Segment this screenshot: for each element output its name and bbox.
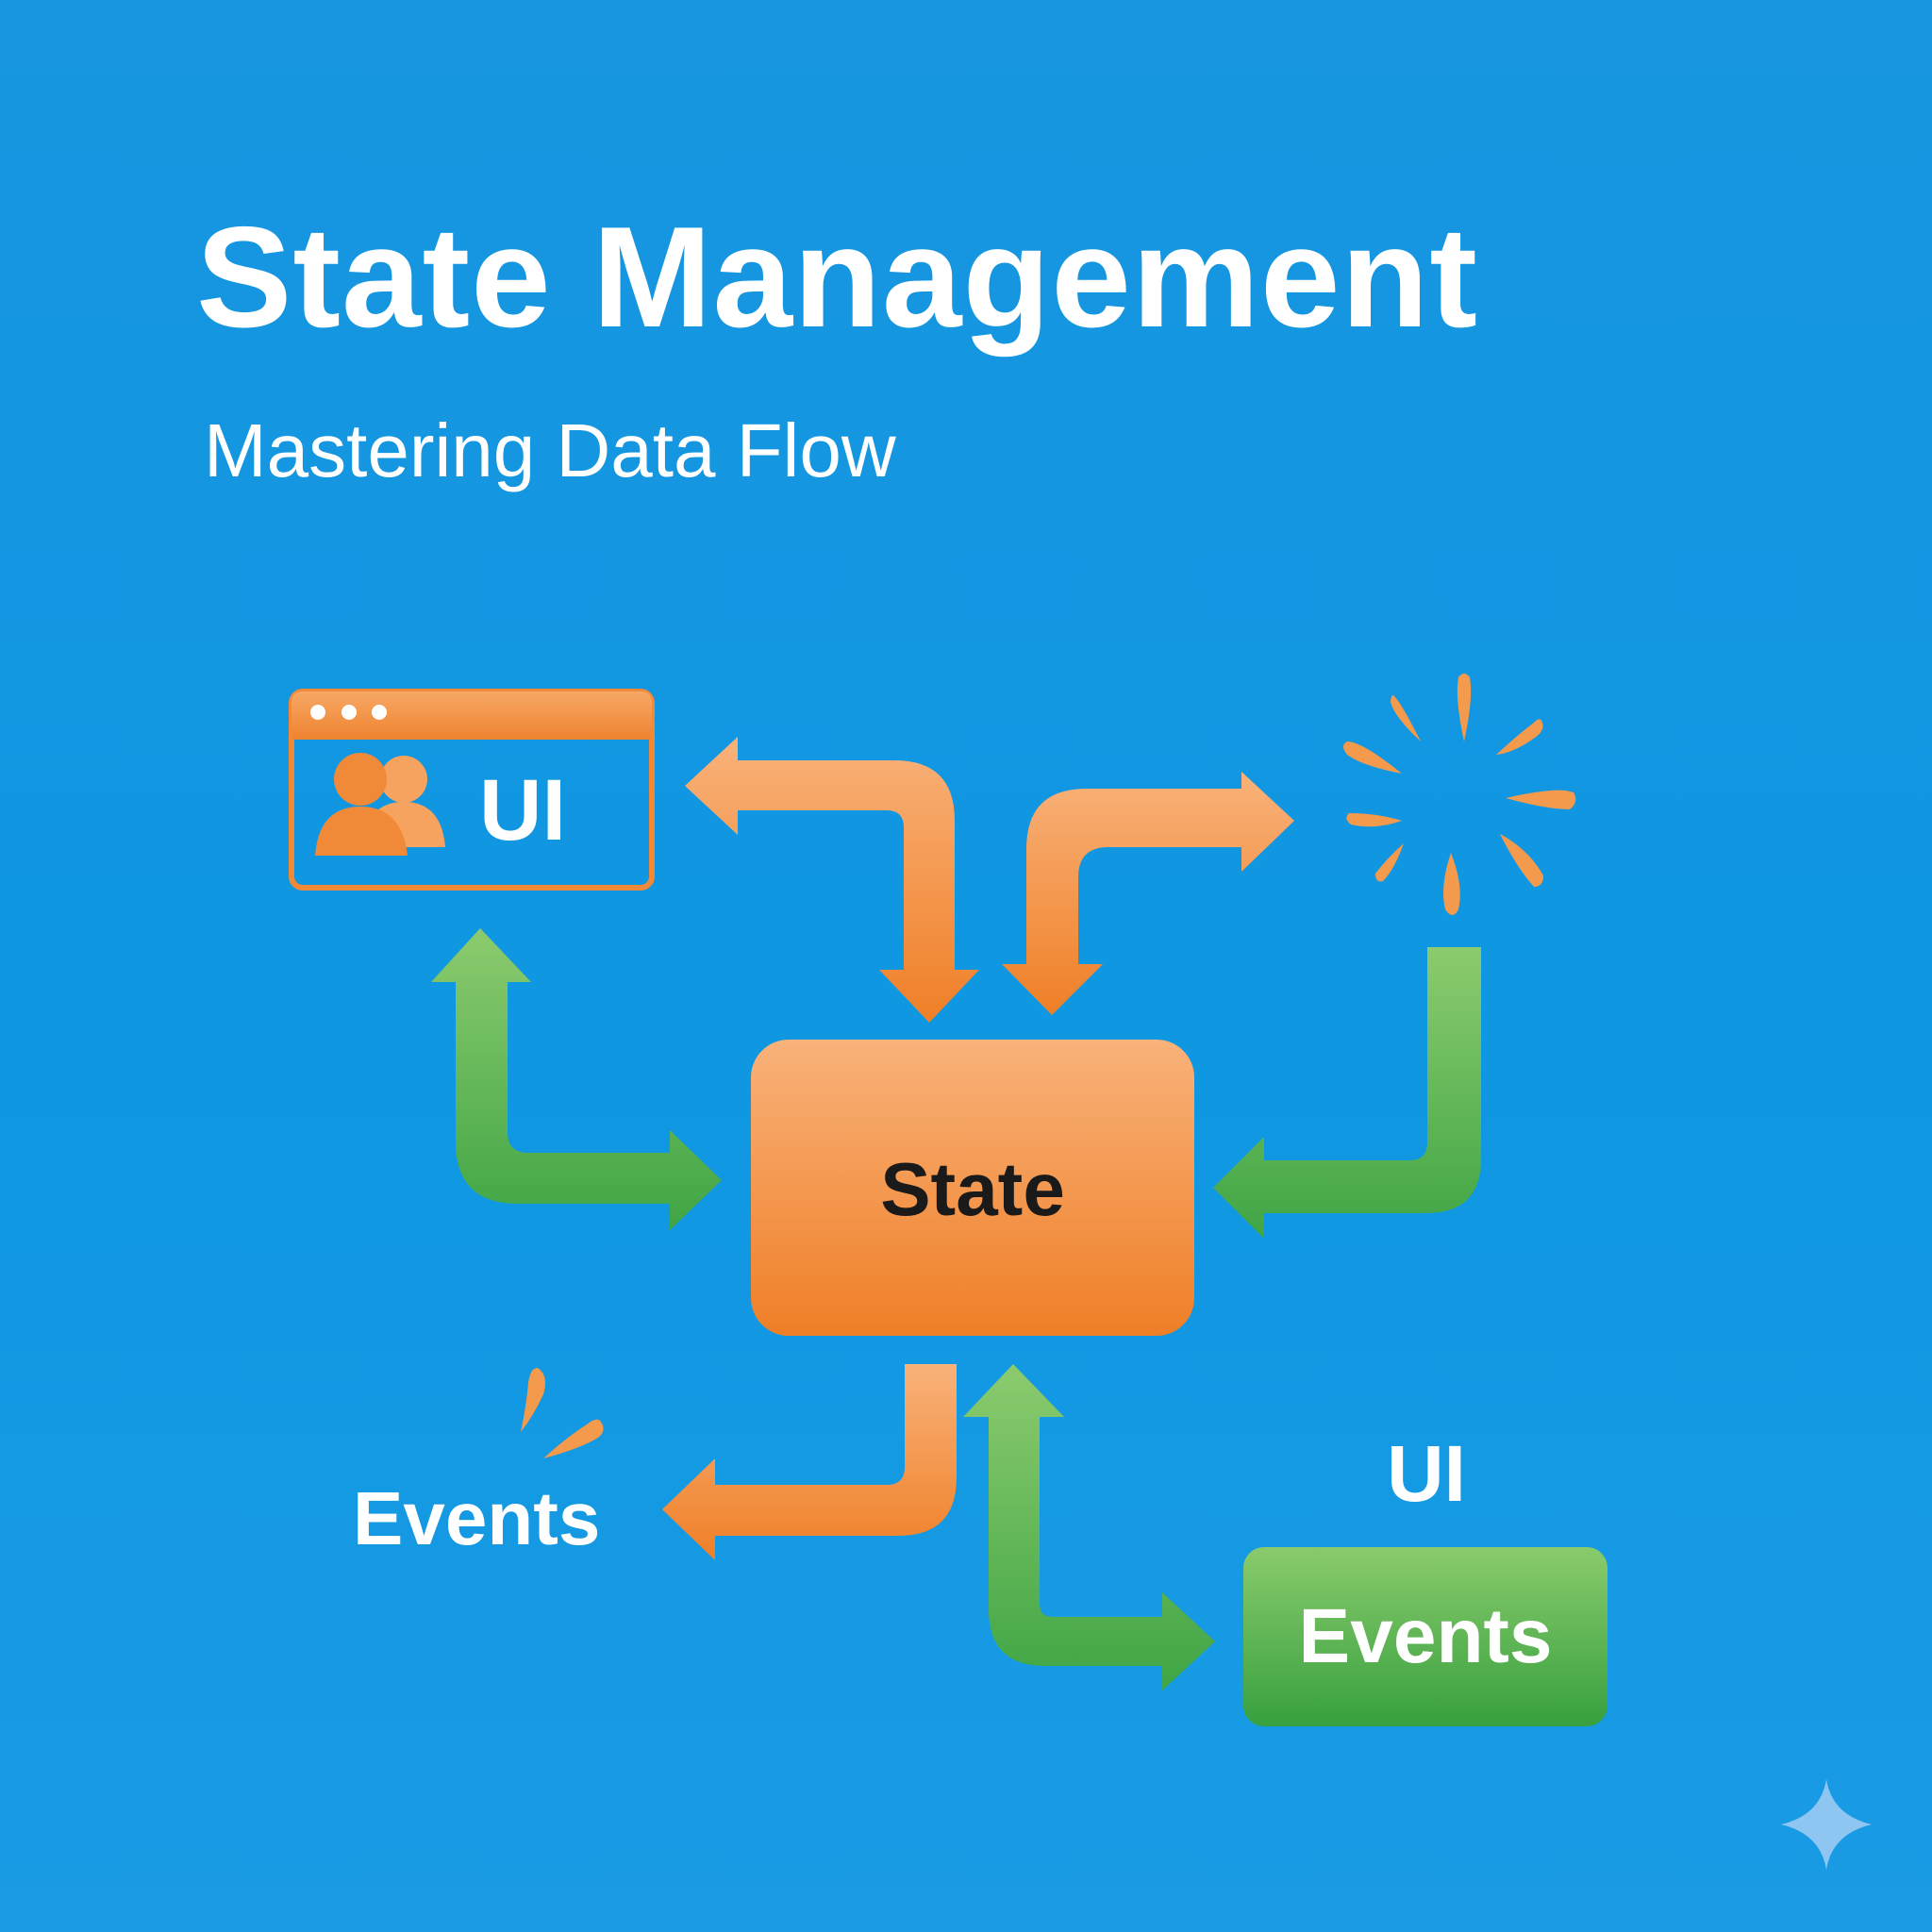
state-label: State [880, 1147, 1065, 1231]
events-box-node: Events [1243, 1547, 1607, 1726]
small-burst-icon [521, 1368, 604, 1458]
ui-window-node: UI [289, 689, 655, 891]
events-box-label: Events [1299, 1593, 1553, 1679]
state-node: State [751, 1040, 1194, 1336]
arrow-state-to-ui-orange [685, 737, 979, 1023]
arrow-effects-state-green [1213, 947, 1481, 1239]
arrow-state-to-effects-orange [1002, 772, 1294, 1015]
sparkle-icon [1781, 1779, 1872, 1870]
users-icon [315, 753, 445, 856]
browser-dots-icon [310, 705, 387, 720]
arrow-ui-state-green [431, 928, 722, 1230]
page-subtitle: Mastering Data Flow [204, 408, 896, 492]
ui-window-label: UI [479, 762, 566, 858]
burst-icon [1343, 674, 1576, 915]
arrow-state-events-orange [662, 1364, 957, 1560]
page-title: State Management [196, 197, 1478, 358]
events-left-label: Events [353, 1476, 600, 1560]
ui-right-label: UI [1387, 1429, 1466, 1518]
arrow-events-state-green [963, 1364, 1215, 1690]
